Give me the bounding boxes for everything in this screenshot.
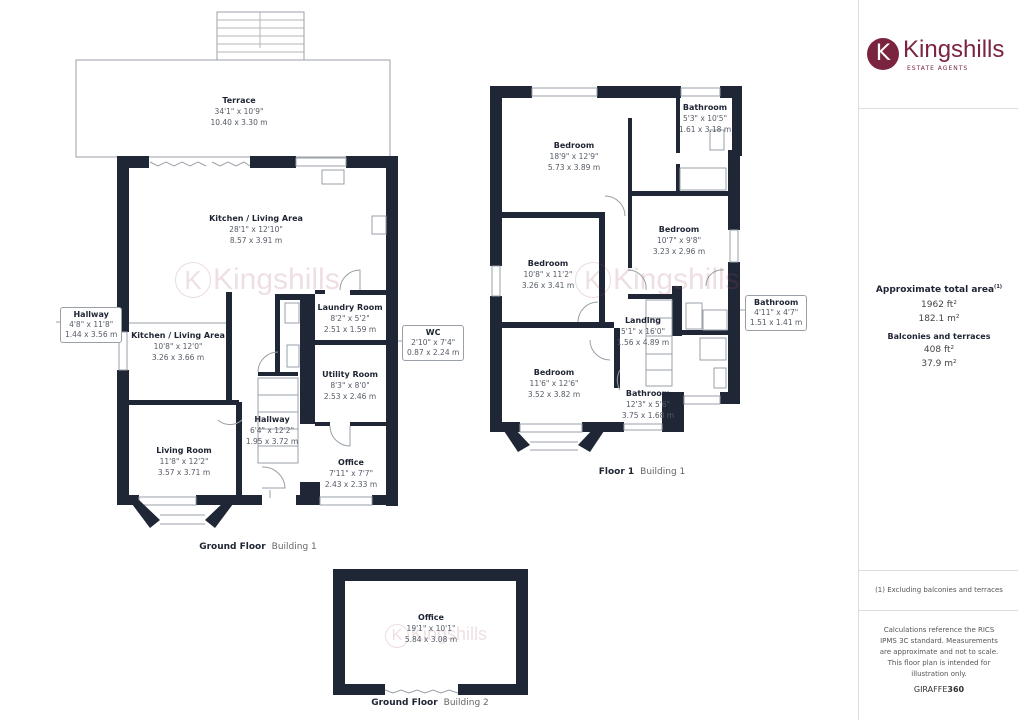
giraffe360-brand: GIRAFFE360 [913,685,965,694]
floor-plan-drawing [56,11,746,695]
info-panel: K Kingshills ESTATE AGENTS Approximate t… [858,0,1018,720]
total-area: Approximate total area(1) 1962 ft² 182.1… [875,284,1003,369]
disclaimer: Calculations reference the RICS IPMS 3C … [879,626,999,678]
kingshills-logo: K Kingshills ESTATE AGENTS [867,34,1017,78]
footnote: (1) Excluding balconies and terraces [875,586,1003,594]
